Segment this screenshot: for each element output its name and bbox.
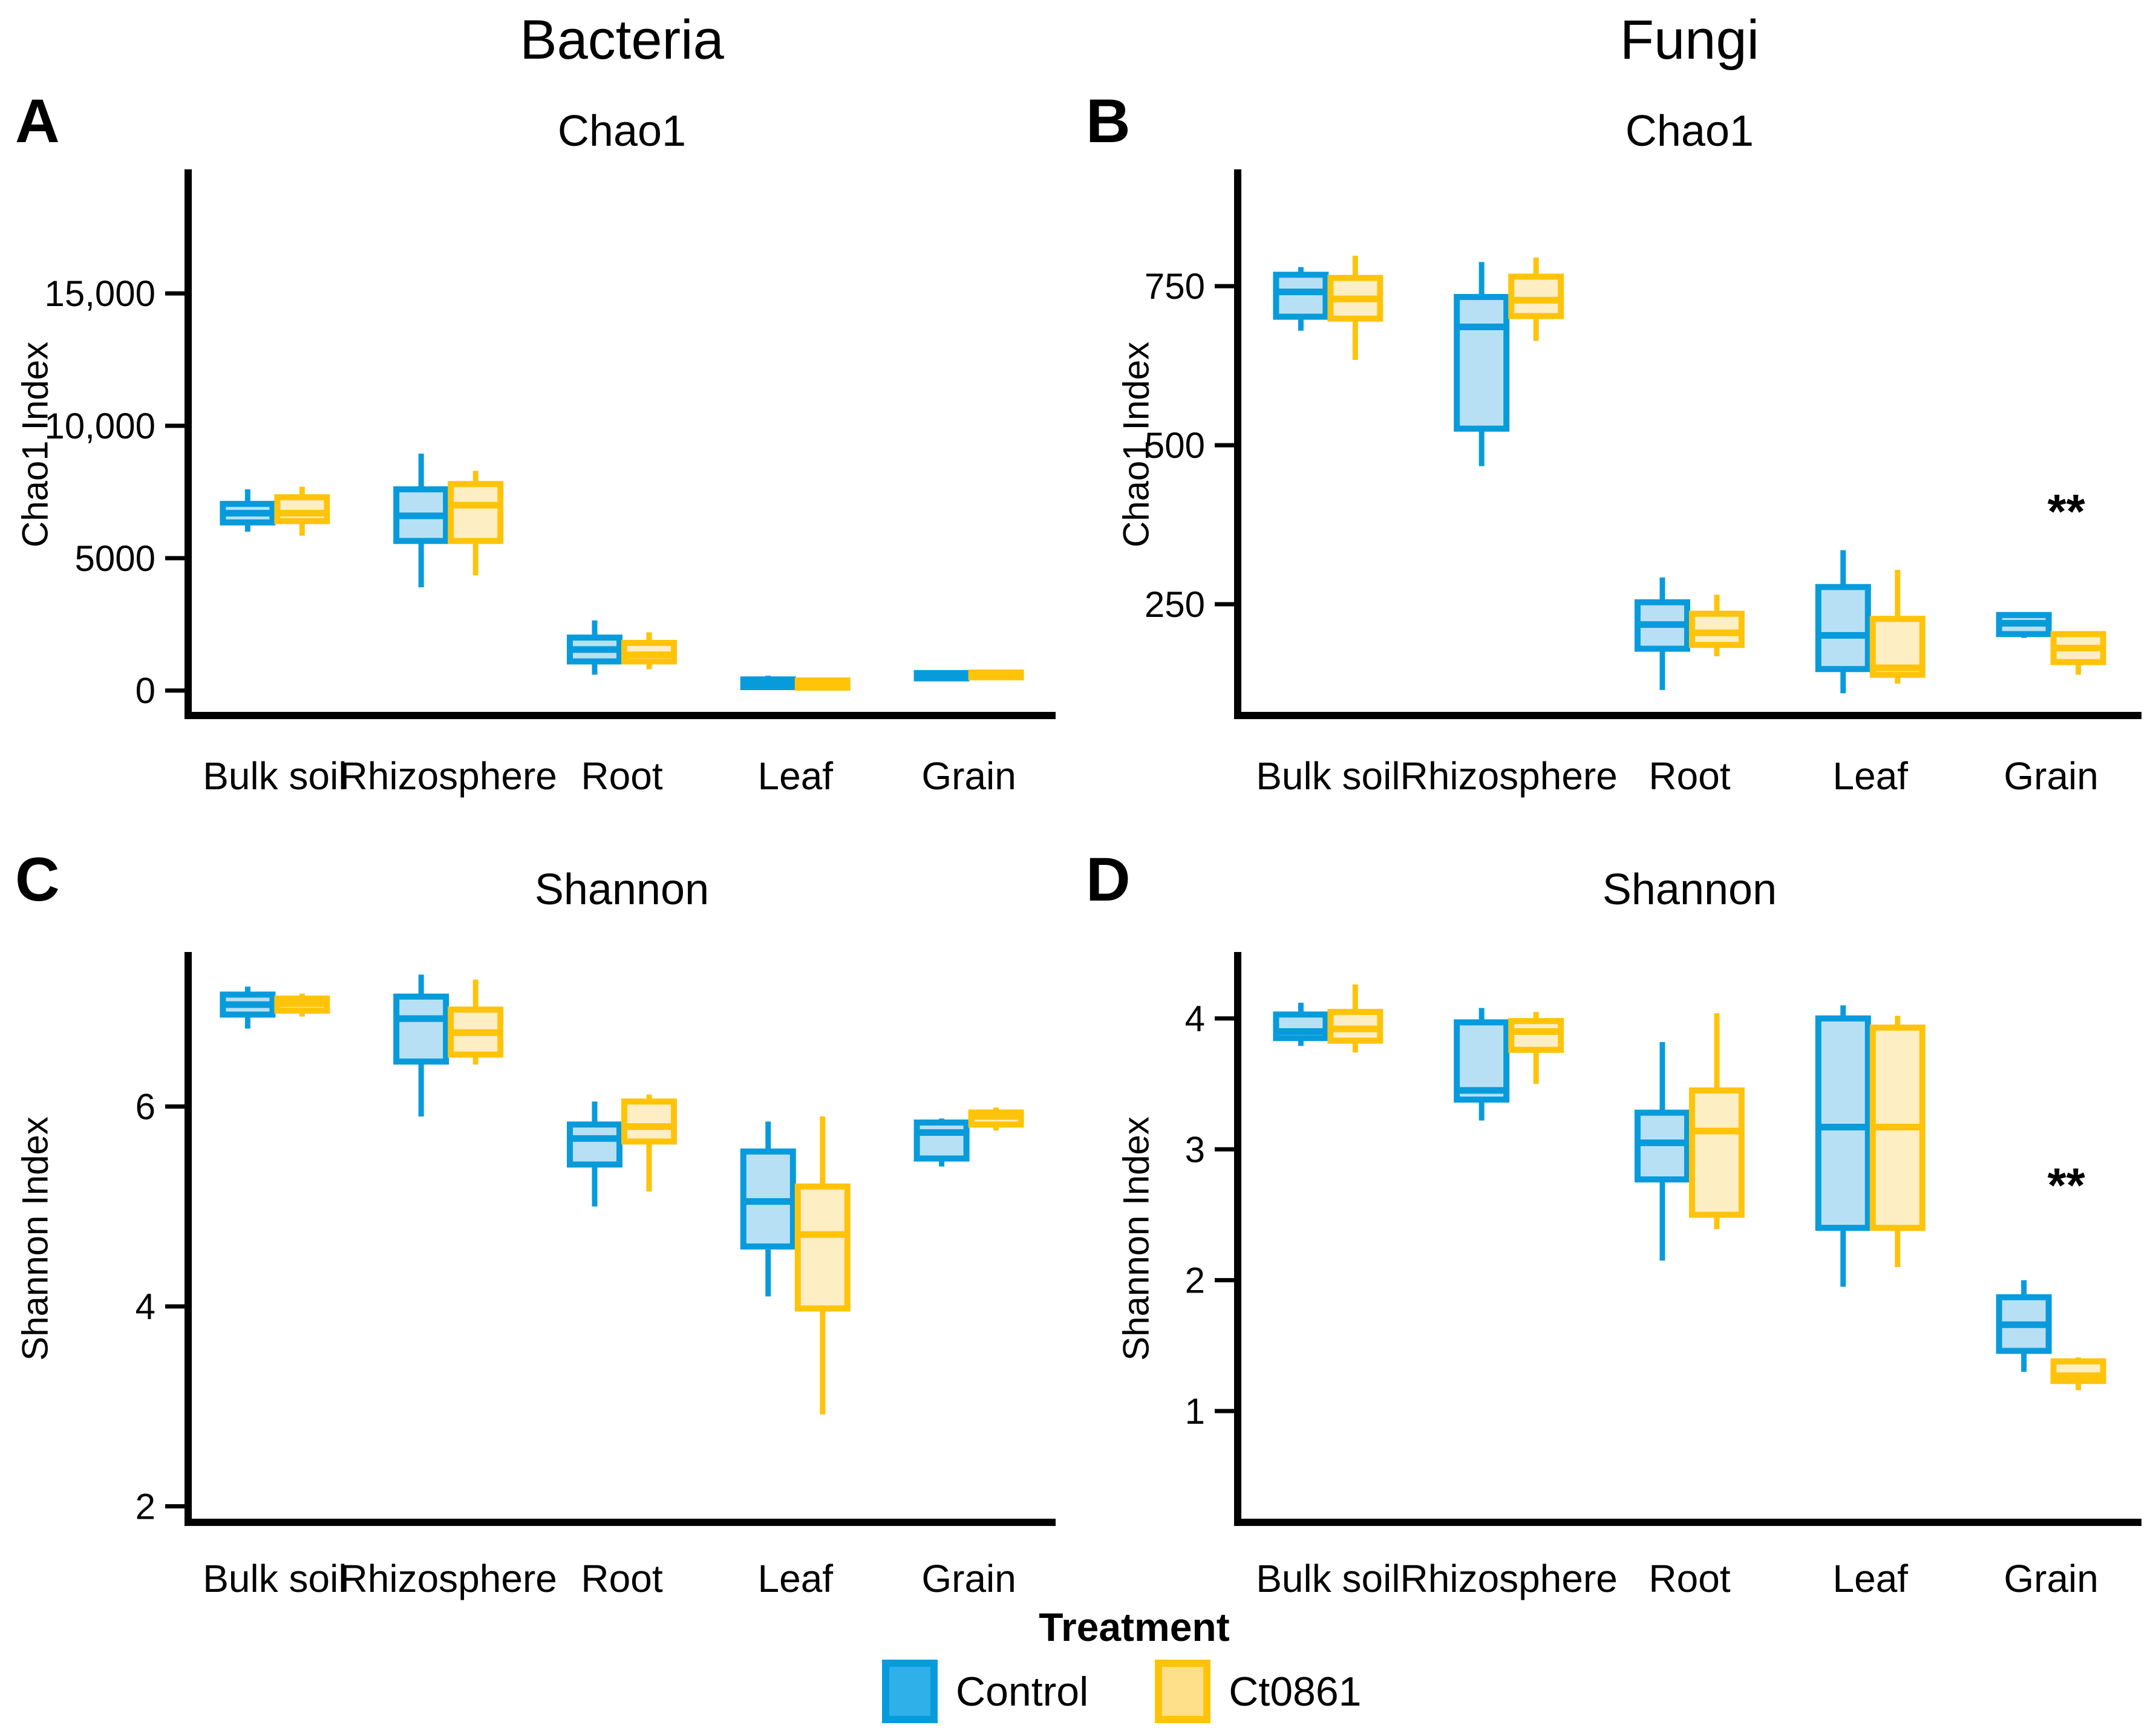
x-category-label-grain: Grain <box>921 754 1016 798</box>
box-b-control-leaf <box>1815 584 1871 673</box>
panel-letter-c: C <box>15 845 60 914</box>
panel-title-c: Shannon <box>534 866 710 914</box>
legend-item-control: Control <box>882 1660 1088 1723</box>
y-tick-label-250: 250 <box>1145 584 1205 625</box>
significance-stars-b-grain: ** <box>2047 484 2085 538</box>
box-c-control-rhizosphere <box>393 993 449 1065</box>
panel-title-d: Shannon <box>1602 866 1777 914</box>
x-category-label-root: Root <box>1648 754 1730 798</box>
y-tick-label-750: 750 <box>1145 266 1205 307</box>
box-c-control-grain <box>913 1119 970 1162</box>
box-d-control-rhizosphere <box>1454 1019 1510 1103</box>
legend-item-label-ct0861: Ct0861 <box>1229 1668 1362 1715</box>
box-d-ct0861-root <box>1689 1087 1745 1218</box>
significance-stars-d-grain: ** <box>2047 1158 2085 1212</box>
control-color-swatch <box>882 1660 938 1723</box>
x-category-label-bulk-soil: Bulk soil <box>203 754 347 798</box>
panel-letter-a: A <box>15 86 60 155</box>
x-category-label-bulk-soil: Bulk soil <box>1256 1557 1400 1600</box>
y-tick-label-2: 2 <box>1185 1260 1205 1301</box>
facet-header-bacteria: Bacteria <box>520 9 724 71</box>
ct0861-color-swatch <box>1155 1660 1211 1723</box>
box-c-ct0861-root <box>621 1098 677 1145</box>
panel-letter-d: D <box>1086 845 1131 914</box>
facet-header-fungi: Fungi <box>1619 9 1760 71</box>
box-b-control-rhizosphere <box>1454 294 1510 432</box>
x-category-label-bulk-soil: Bulk soil <box>203 1557 347 1600</box>
panel-title-b: Chao1 <box>1625 107 1754 155</box>
y-tick-label-3: 3 <box>1185 1129 1205 1170</box>
panel-title-a: Chao1 <box>557 107 687 155</box>
x-category-label-grain: Grain <box>2004 754 2099 798</box>
x-category-label-leaf: Leaf <box>1833 1557 1909 1600</box>
y-tick-label-10-000: 10,000 <box>44 406 155 446</box>
box-b-ct0861-rhizosphere <box>1508 273 1564 319</box>
y-tick-label-15-000: 15,000 <box>44 273 155 314</box>
y-tick-label-500: 500 <box>1145 425 1205 466</box>
box-b-ct0861-root <box>1689 610 1745 648</box>
x-category-label-rhizosphere: Rhizosphere <box>340 1557 557 1600</box>
legend-title: Treatment <box>1039 1605 1230 1649</box>
y-tick-label-5000: 5000 <box>75 538 155 579</box>
x-category-label-root: Root <box>1648 1557 1730 1600</box>
x-category-label-rhizosphere: Rhizosphere <box>340 754 557 798</box>
y-tick-label-4: 4 <box>136 1286 155 1327</box>
x-category-label-rhizosphere: Rhizosphere <box>1400 1557 1618 1600</box>
x-category-label-grain: Grain <box>2004 1557 2099 1600</box>
box-c-control-root <box>567 1121 622 1168</box>
box-d-control-leaf <box>1815 1015 1871 1231</box>
x-category-label-root: Root <box>581 754 662 798</box>
box-b-control-bulk-soil <box>1273 272 1329 320</box>
y-tick-label-1: 1 <box>1185 1391 1205 1432</box>
x-category-label-leaf: Leaf <box>758 754 834 798</box>
y-tick-label-4: 4 <box>1185 999 1205 1039</box>
x-category-label-grain: Grain <box>921 1557 1016 1600</box>
y-tick-label-0: 0 <box>136 671 155 711</box>
legend-item-label-control: Control <box>956 1668 1089 1715</box>
box-a-ct0861-bulk-soil <box>274 494 330 524</box>
box-d-ct0861-rhizosphere <box>1508 1018 1564 1053</box>
legend-item-ct0861: Ct0861 <box>1155 1660 1362 1723</box>
x-category-label-leaf: Leaf <box>1833 754 1909 798</box>
box-a-ct0861-rhizosphere <box>448 481 504 544</box>
x-category-label-leaf: Leaf <box>758 1557 834 1600</box>
y-tick-label-6: 6 <box>136 1087 155 1127</box>
panel-letter-b: B <box>1086 86 1131 155</box>
x-category-label-rhizosphere: Rhizosphere <box>1400 754 1618 798</box>
x-category-label-root: Root <box>581 1557 662 1600</box>
y-tick-label-2: 2 <box>136 1487 155 1527</box>
x-category-label-bulk-soil: Bulk soil <box>1256 754 1400 798</box>
box-c-ct0861-leaf <box>794 1183 851 1312</box>
